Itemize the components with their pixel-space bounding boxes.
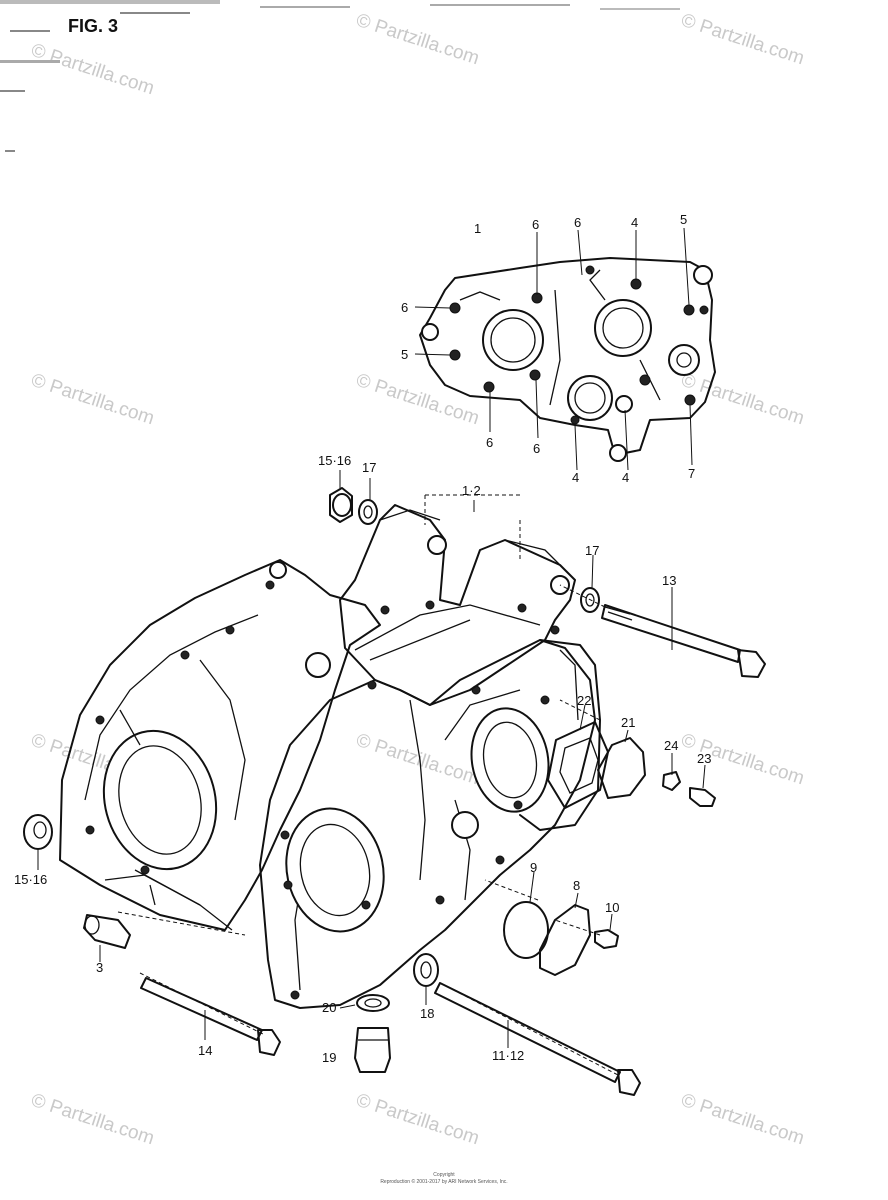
loose-parts	[23, 487, 766, 1096]
watermark: © Partzilla.com	[353, 730, 481, 790]
callout-label: 1·2	[462, 483, 481, 498]
callout-label: 6	[486, 435, 493, 450]
callout-label: 15·16	[14, 872, 47, 887]
figure-title: FIG. 3	[68, 16, 118, 36]
callout-label: 17	[585, 543, 599, 558]
callout-label: 20	[322, 1000, 336, 1015]
footer-line: Reproduction © 2001-2017 by ARI Network …	[380, 1178, 507, 1185]
watermark: © Partzilla.com	[353, 1090, 481, 1150]
callout-label: 6	[533, 441, 540, 456]
crankcase-assembly	[59, 504, 601, 1009]
watermark: © Partzilla.com	[678, 10, 806, 70]
callout-label: 6	[574, 215, 581, 230]
callout-label: 14	[198, 1043, 212, 1058]
watermark: © Partzilla.com	[353, 10, 481, 70]
callout-label: 17	[362, 460, 376, 475]
callout-label: 19	[322, 1050, 336, 1065]
watermark: © Partzilla.com	[678, 370, 806, 430]
callout-label: 15·16	[318, 453, 351, 468]
callout-label: 9	[530, 860, 537, 875]
watermark: © Partzilla.com	[28, 1090, 156, 1150]
watermark: © Partzilla.com	[353, 370, 481, 430]
callout-label: 4	[622, 470, 629, 485]
assembly-guides	[117, 494, 619, 1076]
callout-label: 13	[662, 573, 676, 588]
callout-label: 4	[631, 215, 638, 230]
copyright-footer: Copyright Reproduction © 2001-2017 by AR…	[380, 1172, 507, 1185]
callout-leaders	[37, 470, 706, 1048]
upper-crankcase-inset: 1 6 6 4 5 6 5 6 6 4 4 7	[401, 212, 716, 485]
footer-line: Copyright	[433, 1172, 455, 1178]
watermark: © Partzilla.com	[28, 40, 156, 100]
callout-label: 1	[474, 221, 481, 236]
callout-label: 6	[401, 300, 408, 315]
callout-label: 18	[420, 1006, 434, 1021]
callout-label: 3	[96, 960, 103, 975]
callout-label: 4	[572, 470, 579, 485]
callout-label: 23	[697, 751, 711, 766]
callout-labels: 15·16 17 1·2 17 13 22 21 24 23 15·16 9 8…	[14, 453, 711, 1065]
callout-label: 6	[532, 217, 539, 232]
callout-label: 10	[605, 900, 619, 915]
watermark: © Partzilla.com	[678, 1090, 806, 1150]
callout-label: 22	[577, 693, 591, 708]
watermark: © Partzilla.com	[28, 370, 156, 430]
callout-label: 5	[680, 212, 687, 227]
callout-label: 7	[688, 466, 695, 481]
scan-noise	[0, 0, 680, 152]
callout-label: 24	[664, 738, 678, 753]
callout-label: 8	[573, 878, 580, 893]
callout-label: 5	[401, 347, 408, 362]
callout-label: 11·12	[492, 1048, 524, 1063]
callout-label: 21	[621, 715, 635, 730]
